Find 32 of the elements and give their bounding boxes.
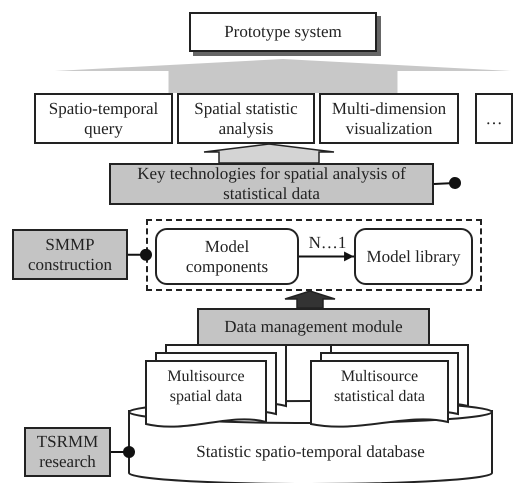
technology-box bbox=[109, 163, 434, 205]
function-box bbox=[475, 93, 513, 144]
label-text: Model components bbox=[184, 236, 270, 276]
label-text: Spatio-temporal query bbox=[48, 98, 160, 138]
label-text: Multisource statistical data bbox=[332, 367, 426, 407]
edge-label: N…1 bbox=[306, 234, 348, 250]
function-box bbox=[177, 93, 315, 144]
label-text: Data management module bbox=[224, 317, 403, 337]
label-text: … bbox=[486, 108, 502, 128]
dashed-group-box bbox=[146, 219, 482, 291]
function-box bbox=[34, 93, 173, 144]
block-arrow bbox=[284, 290, 336, 309]
dot-connector bbox=[128, 248, 152, 261]
function-box bbox=[319, 93, 459, 144]
library-box bbox=[354, 228, 473, 285]
component-box bbox=[155, 228, 299, 285]
process-box bbox=[12, 229, 128, 280]
arrow bbox=[299, 252, 354, 262]
label-text: Multi-dimension visualization bbox=[330, 98, 448, 138]
label-text: TSRMM research bbox=[36, 432, 100, 472]
dot-connector bbox=[111, 446, 135, 458]
label-text: Statistic spatio-temporal database bbox=[195, 442, 426, 462]
label-text: Prototype system bbox=[224, 22, 342, 42]
label-text: Spatial statistic analysis bbox=[193, 98, 299, 138]
module-box bbox=[197, 308, 430, 346]
label-text: Multisource spatial data bbox=[166, 367, 246, 407]
dot-connector bbox=[434, 177, 461, 189]
label-text: Model library bbox=[366, 246, 462, 266]
label-text: SMMP construction bbox=[26, 234, 114, 274]
label-text: Key technologies for spatial analysis of statistical data bbox=[136, 164, 407, 204]
process-box bbox=[24, 427, 111, 477]
block-arrow bbox=[203, 143, 335, 164]
